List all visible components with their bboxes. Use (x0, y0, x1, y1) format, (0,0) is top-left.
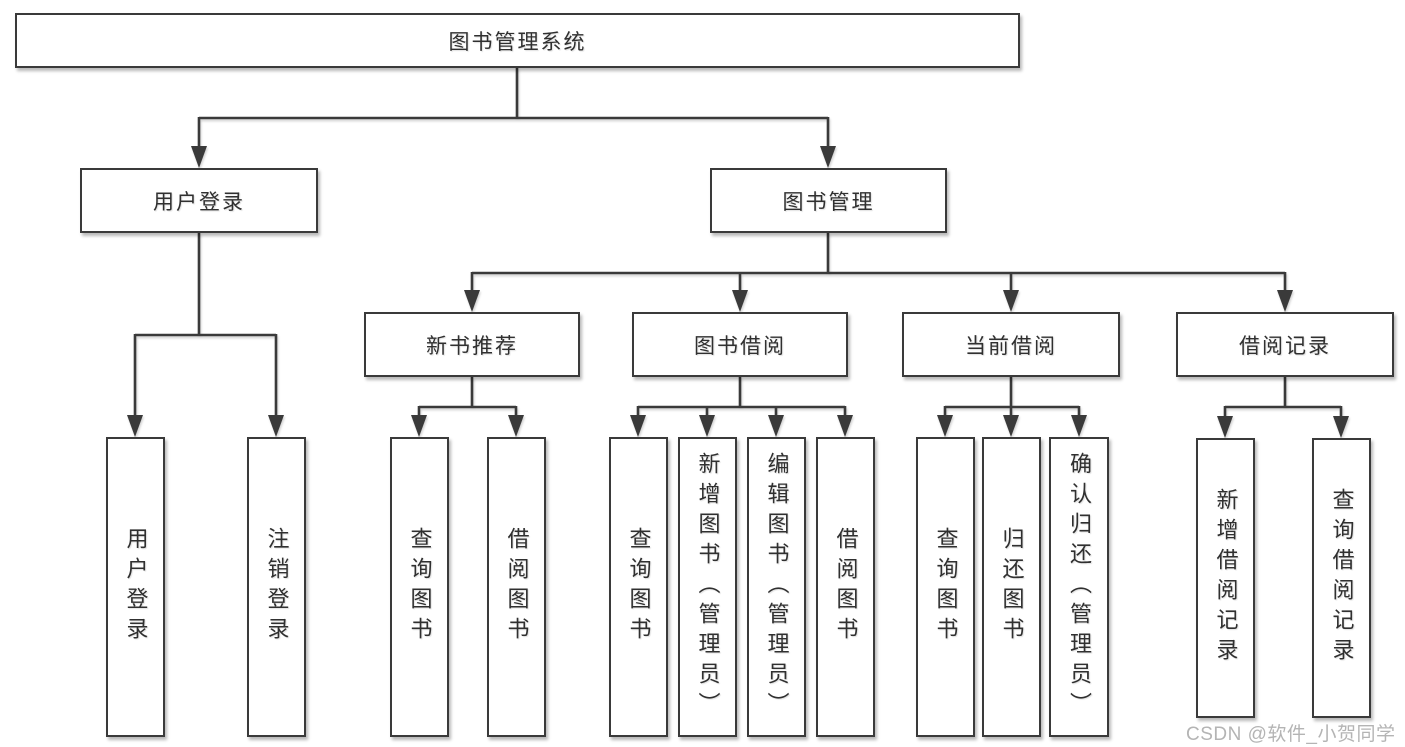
node-leaf-query-books-current: 查询图书 (916, 437, 975, 737)
node-current-borrow: 当前借阅 (902, 312, 1120, 377)
node-leaf-query-books-borrow-label: 查询图书 (626, 527, 652, 647)
node-leaf-borrow-books: 借阅图书 (816, 437, 875, 737)
node-leaf-add-borrow-record-label: 新增借阅记录 (1213, 488, 1239, 668)
node-new-book-recommend-label: 新书推荐 (426, 334, 518, 358)
node-leaf-user-login-label: 用户登录 (123, 527, 149, 647)
connector-book-management-to-level3 (464, 233, 1293, 312)
node-leaf-borrow-books-recommend: 借阅图书 (487, 437, 546, 737)
node-root-system: 图书管理系统 (15, 13, 1020, 68)
node-leaf-query-borrow-record-label: 查询借阅记录 (1329, 488, 1355, 668)
connector-current-borrow-children (937, 377, 1087, 437)
node-user-login-group-label: 用户登录 (153, 190, 245, 214)
node-leaf-add-borrow-record: 新增借阅记录 (1196, 438, 1255, 718)
node-leaf-query-books-current-label: 查询图书 (933, 527, 959, 647)
connector-new-book-children (411, 377, 524, 437)
node-current-borrow-label: 当前借阅 (965, 334, 1057, 358)
node-leaf-user-login: 用户登录 (106, 437, 165, 737)
node-leaf-borrow-books-label: 借阅图书 (833, 527, 859, 647)
node-new-book-recommend: 新书推荐 (364, 312, 580, 377)
node-leaf-edit-books-admin-label: 编辑图书（管理员） (764, 452, 790, 722)
node-leaf-add-books-admin: 新增图书（管理员） (678, 437, 737, 737)
node-leaf-confirm-return-admin-label: 确认归还（管理员） (1067, 452, 1092, 722)
connector-user-login-children (127, 233, 284, 437)
connector-root-to-level2 (191, 68, 836, 168)
connector-borrow-records-children (1217, 377, 1349, 438)
node-leaf-confirm-return-admin: 确认归还（管理员） (1049, 437, 1109, 737)
node-leaf-logout-label: 注销登录 (264, 527, 290, 647)
node-borrow-records: 借阅记录 (1176, 312, 1394, 377)
connector-book-borrow-children (630, 377, 853, 437)
node-book-borrow-label: 图书借阅 (694, 334, 786, 358)
node-leaf-logout: 注销登录 (247, 437, 306, 737)
node-book-borrow: 图书借阅 (632, 312, 848, 377)
node-root-system-label: 图书管理系统 (448, 30, 587, 54)
node-leaf-return-books: 归还图书 (982, 437, 1041, 737)
node-leaf-query-borrow-record: 查询借阅记录 (1312, 438, 1371, 718)
node-borrow-records-label: 借阅记录 (1239, 334, 1331, 358)
node-user-login-group: 用户登录 (80, 168, 318, 233)
node-leaf-query-books-borrow: 查询图书 (609, 437, 668, 737)
node-book-management-label: 图书管理 (782, 190, 875, 214)
node-leaf-borrow-books-recommend-label: 借阅图书 (504, 527, 530, 647)
node-leaf-edit-books-admin: 编辑图书（管理员） (747, 437, 806, 737)
node-leaf-query-books-recommend: 查询图书 (390, 437, 449, 737)
csdn-watermark: CSDN @软件_小贺同学 (1186, 724, 1396, 745)
node-leaf-return-books-label: 归还图书 (999, 527, 1025, 647)
node-book-management: 图书管理 (710, 168, 947, 233)
node-leaf-query-books-recommend-label: 查询图书 (407, 527, 433, 647)
node-leaf-add-books-admin-label: 新增图书（管理员） (695, 452, 721, 722)
